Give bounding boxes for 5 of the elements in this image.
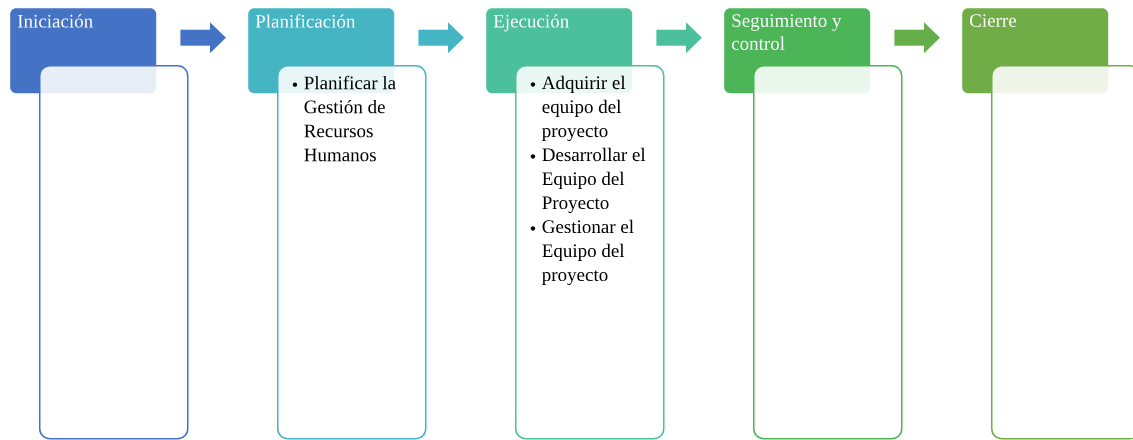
task-box [39,65,189,440]
task-box [753,65,903,440]
task-box [991,65,1133,440]
task-box: Adquirir el equipo del proyecto Desarrollar el Equipo del Proyecto Gestionar el Equipo del proyecto [515,65,665,440]
task-box: Planificar la Gestión de Recursos Humanos [277,65,427,440]
